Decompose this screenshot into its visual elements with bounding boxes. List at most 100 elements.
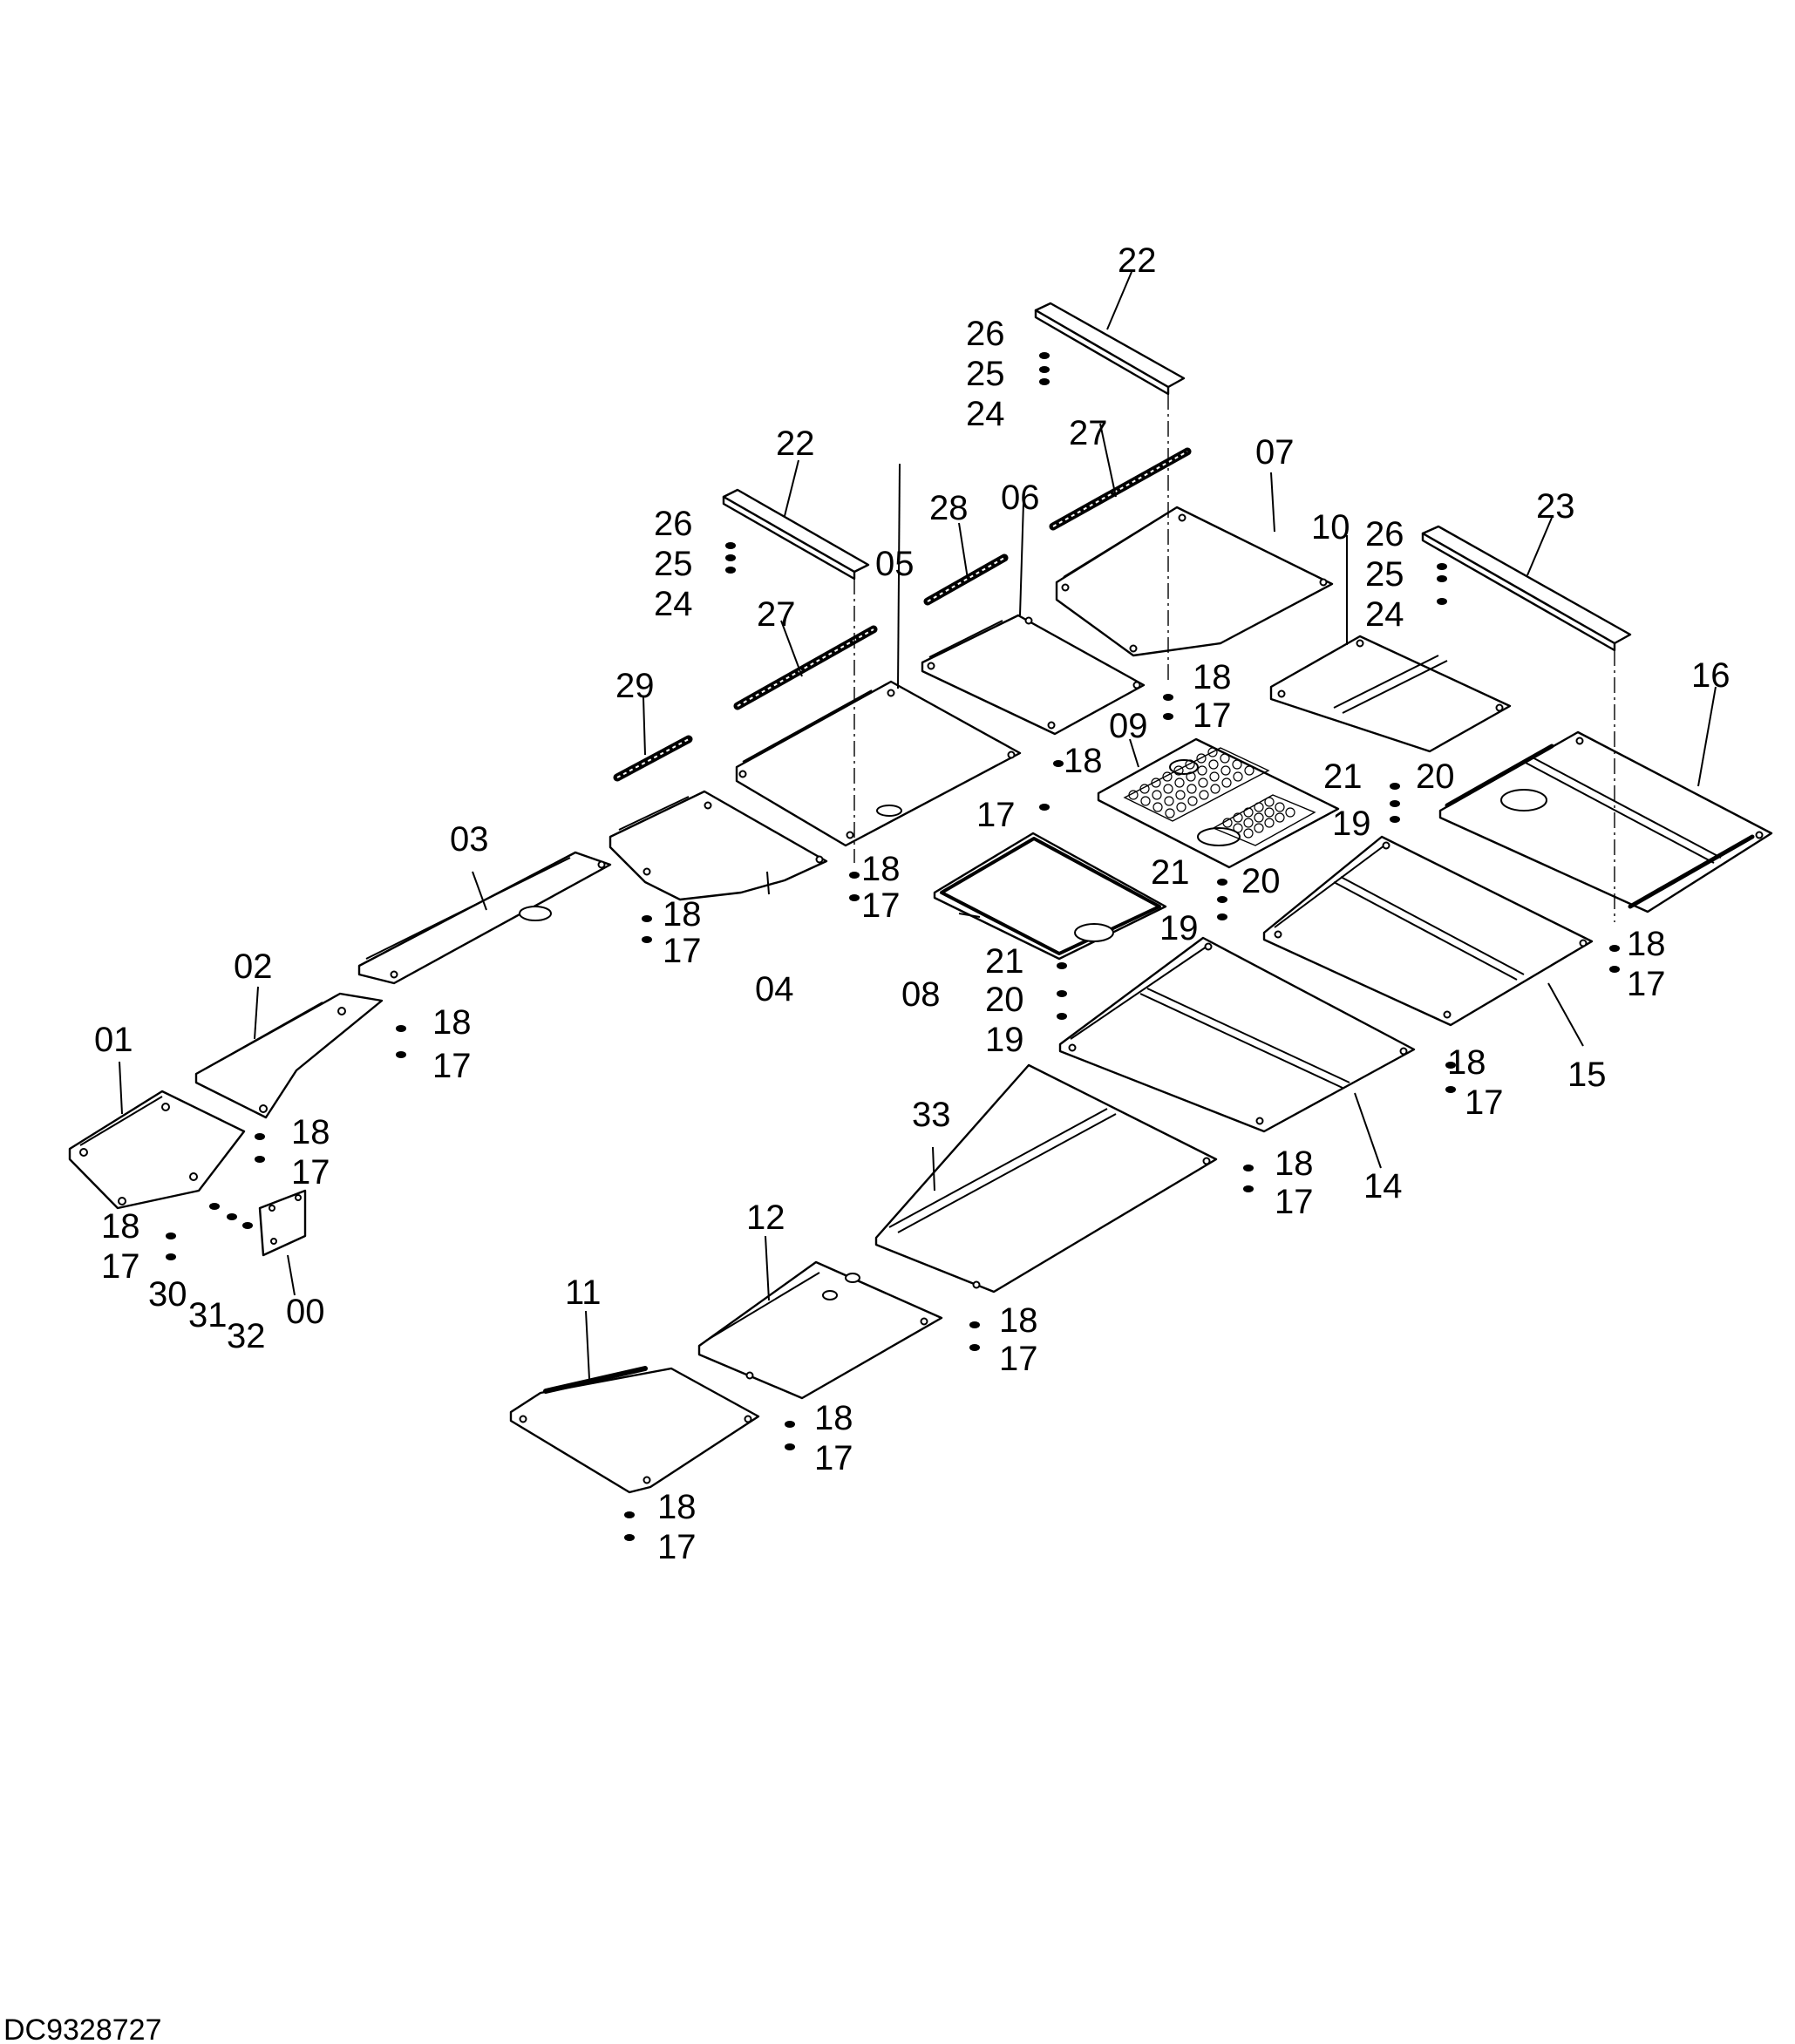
callout-17-p33: 17 (999, 1340, 1038, 1378)
callout-21-p09: 21 (1151, 853, 1190, 892)
bracket-22-upper (1034, 302, 1186, 396)
callout-32: 32 (227, 1317, 266, 1355)
callout-27-upper: 27 (1069, 414, 1108, 452)
drawing-code: DC9328727 (3, 2013, 161, 2044)
callout-20-p08: 20 (985, 981, 1024, 1019)
panel-02 (194, 992, 384, 1119)
callout-16: 16 (1691, 656, 1730, 695)
panel-14 (1058, 936, 1416, 1133)
callout-24-right: 24 (1365, 595, 1404, 634)
callout-19-p09: 19 (1159, 909, 1199, 947)
callout-17-p16: 17 (1627, 965, 1666, 1003)
callout-00: 00 (286, 1293, 325, 1331)
callout-29: 29 (615, 667, 655, 705)
panel-12 (697, 1260, 943, 1400)
callout-18-p33: 18 (999, 1301, 1038, 1340)
callout-01: 01 (94, 1021, 133, 1059)
callout-26-top: 26 (966, 315, 1005, 353)
callout-28: 28 (929, 489, 969, 527)
callout-18-p07: 18 (1193, 658, 1232, 696)
callout-23: 23 (1536, 487, 1575, 526)
callout-18-p15: 18 (1447, 1043, 1486, 1082)
callout-12: 12 (746, 1199, 785, 1237)
callout-22-top: 22 (1118, 241, 1157, 280)
callout-20-p10: 20 (1416, 757, 1455, 796)
callout-22-mid: 22 (776, 424, 815, 463)
callout-26-mid: 26 (654, 505, 693, 543)
callout-15: 15 (1567, 1056, 1607, 1094)
callout-25-mid: 25 (654, 545, 693, 583)
callout-31: 31 (188, 1296, 228, 1334)
panel-11 (509, 1366, 760, 1494)
callout-18-p03: 18 (432, 1003, 472, 1042)
panel-00 (258, 1189, 307, 1257)
bracket-23 (1421, 525, 1632, 652)
panel-16 (1438, 730, 1773, 913)
callout-17-p11: 17 (657, 1528, 697, 1566)
callout-04: 04 (755, 970, 794, 1008)
callout-17-p14: 17 (1275, 1183, 1314, 1221)
seal-strip-28 (923, 553, 1009, 606)
seal-strip-27-lower (733, 625, 878, 710)
panel-03 (357, 851, 612, 985)
callout-20-p09: 20 (1241, 862, 1281, 900)
callout-14: 14 (1363, 1167, 1403, 1205)
callout-18-p14: 18 (1275, 1144, 1314, 1183)
callout-19-p08: 19 (985, 1021, 1024, 1059)
callout-21-p08: 21 (985, 942, 1024, 981)
callout-07: 07 (1255, 433, 1295, 472)
callout-17-p07: 17 (1193, 696, 1232, 735)
bracket-22-lower (722, 488, 870, 581)
callout-25-top: 25 (966, 355, 1005, 393)
callout-02: 02 (234, 947, 273, 986)
callout-17-p05: 17 (861, 886, 901, 925)
seal-strip-27-upper (1049, 447, 1192, 531)
fastener-hardware (166, 352, 1620, 1541)
callout-18-p01: 18 (101, 1207, 140, 1246)
callout-06: 06 (1001, 479, 1040, 517)
callout-25-right: 25 (1365, 555, 1404, 594)
callout-labels: 22 26 25 24 27 07 06 28 22 26 25 24 05 2… (94, 241, 1730, 1566)
callout-09: 09 (1109, 707, 1148, 745)
panel-06 (921, 614, 1146, 736)
callout-17-p04: 17 (663, 932, 702, 970)
callout-26-right: 26 (1365, 515, 1404, 553)
callout-17-p12: 17 (814, 1439, 853, 1477)
callout-17-p06: 17 (976, 796, 1016, 834)
callout-18-p12: 18 (814, 1399, 853, 1437)
callout-17-p01: 17 (101, 1247, 140, 1286)
callout-18-p06: 18 (1064, 742, 1103, 780)
callout-21-p10: 21 (1323, 757, 1363, 796)
callout-18-p04: 18 (663, 895, 702, 934)
callout-27-lower: 27 (757, 595, 796, 634)
seal-strip-29 (613, 735, 693, 782)
callout-18-p16: 18 (1627, 925, 1666, 963)
callout-24-mid: 24 (654, 585, 693, 623)
panel-09-perforations (1128, 747, 1295, 839)
callout-leaders (119, 271, 1717, 1380)
callout-18-p05: 18 (861, 850, 901, 888)
callout-18-p02: 18 (291, 1113, 330, 1151)
panel-33 (874, 1063, 1218, 1294)
callout-24-top: 24 (966, 395, 1005, 433)
panel-09 (1097, 737, 1340, 869)
panel-15 (1262, 835, 1594, 1027)
callout-17-p03: 17 (432, 1047, 472, 1085)
callout-30: 30 (148, 1275, 187, 1314)
panel-07 (1055, 506, 1334, 657)
callout-19-p10: 19 (1332, 805, 1371, 843)
assembly-center-lines (853, 394, 1615, 922)
callout-10: 10 (1311, 508, 1350, 547)
panel-08 (933, 832, 1167, 961)
panel-05 (735, 680, 1022, 847)
callout-05: 05 (875, 545, 914, 583)
callout-08: 08 (901, 975, 941, 1014)
panel-01 (68, 1090, 246, 1210)
callout-11: 11 (565, 1273, 602, 1312)
panel-10 (1269, 635, 1512, 753)
panel-04 (609, 790, 828, 901)
callout-18-p11: 18 (657, 1488, 697, 1526)
callout-17-p02: 17 (291, 1153, 330, 1192)
callout-17-p15: 17 (1465, 1083, 1504, 1122)
